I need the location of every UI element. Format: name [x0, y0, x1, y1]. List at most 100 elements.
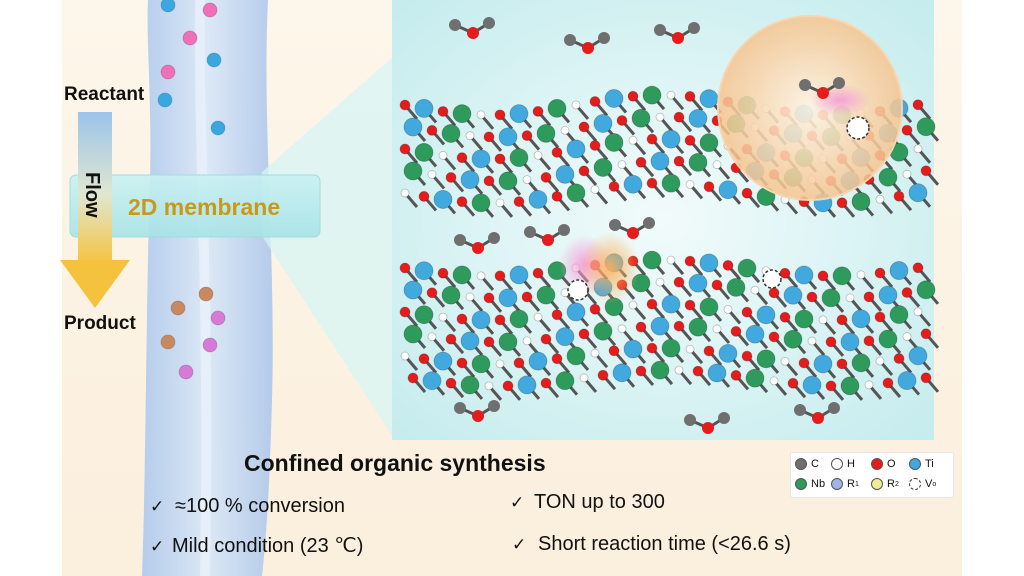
- atom: [616, 115, 628, 126]
- atom: [593, 158, 613, 177]
- atom: [579, 373, 589, 383]
- legend-swatch: [795, 478, 807, 490]
- legend-item: O: [871, 458, 896, 470]
- atom: [494, 270, 506, 282]
- atom: [833, 77, 845, 89]
- atom: [540, 171, 552, 183]
- atom: [902, 332, 912, 341]
- atom: [628, 135, 638, 145]
- atom: [780, 356, 790, 366]
- atom: [635, 321, 647, 333]
- atom: [673, 320, 685, 332]
- flow-particle: [170, 300, 186, 316]
- flow-particle: [198, 286, 214, 302]
- atom: [875, 356, 885, 366]
- atom: [685, 180, 695, 189]
- legend-item: H: [831, 458, 855, 470]
- atom: [551, 353, 563, 365]
- atom: [794, 265, 814, 285]
- legend-swatch: [871, 458, 883, 470]
- atom: [558, 224, 570, 236]
- reactant-label: Reactant: [64, 84, 145, 105]
- atom: [794, 404, 806, 416]
- atom: [540, 333, 552, 345]
- atom: [536, 285, 556, 305]
- legend-label: H: [847, 458, 855, 470]
- atom: [551, 146, 563, 158]
- atom: [623, 339, 643, 359]
- atom: [522, 175, 532, 185]
- atom: [818, 315, 828, 325]
- atom: [536, 123, 556, 143]
- atom: [650, 360, 670, 380]
- atom: [750, 285, 760, 295]
- atom: [426, 125, 438, 136]
- legend-swatch: [831, 458, 843, 470]
- atom: [400, 188, 410, 198]
- atom: [521, 291, 533, 303]
- atom: [654, 24, 666, 36]
- atom: [460, 375, 480, 395]
- atom: [617, 160, 627, 169]
- atom: [454, 234, 466, 246]
- atom: [513, 196, 525, 208]
- atom: [902, 169, 912, 179]
- atom: [571, 100, 581, 110]
- atom: [426, 287, 438, 299]
- atom: [623, 174, 643, 194]
- atom: [555, 327, 575, 347]
- vacancy-icon-2: [567, 279, 589, 301]
- legend-swatch: [909, 478, 921, 490]
- atom: [445, 333, 457, 345]
- atom: [483, 336, 495, 348]
- atom: [498, 288, 518, 308]
- atom: [916, 117, 936, 137]
- atom: [920, 165, 932, 177]
- atom: [566, 346, 586, 366]
- atom: [399, 262, 411, 274]
- atom: [593, 114, 613, 133]
- atom: [399, 99, 411, 111]
- atom: [851, 353, 871, 373]
- atom: [685, 344, 695, 354]
- atom: [555, 164, 575, 184]
- legend-item: C: [795, 458, 819, 470]
- atom: [646, 342, 658, 354]
- atom: [509, 265, 529, 285]
- flow-particle: [202, 2, 218, 18]
- summary-point-text: Short reaction time (<26.6 s): [538, 533, 791, 555]
- atom: [913, 144, 923, 154]
- atom: [608, 345, 620, 357]
- atom: [806, 291, 818, 303]
- atom: [908, 183, 928, 203]
- atom: [560, 125, 570, 135]
- atom: [726, 277, 746, 297]
- atom: [403, 324, 423, 344]
- atom: [756, 305, 776, 325]
- legend-label: V: [925, 478, 933, 490]
- legend-item: Nb: [795, 478, 825, 490]
- atom: [661, 129, 681, 149]
- atom: [779, 311, 791, 323]
- atom: [655, 112, 665, 122]
- atom: [688, 273, 708, 293]
- atom: [547, 98, 567, 118]
- atom: [666, 90, 676, 100]
- atom: [566, 302, 586, 322]
- atom: [399, 143, 411, 155]
- atom: [768, 331, 780, 343]
- atom: [878, 285, 898, 305]
- summary-point-text: ≈100 % conversion: [175, 495, 345, 517]
- atom: [666, 255, 676, 265]
- atom: [465, 131, 475, 141]
- atom: [604, 89, 624, 108]
- legend-subscript: 1: [854, 480, 859, 488]
- atom: [711, 279, 723, 291]
- atom: [699, 133, 719, 153]
- atom: [422, 371, 442, 391]
- atom: [617, 324, 627, 334]
- atom: [495, 359, 505, 369]
- flow-particle: [160, 64, 176, 80]
